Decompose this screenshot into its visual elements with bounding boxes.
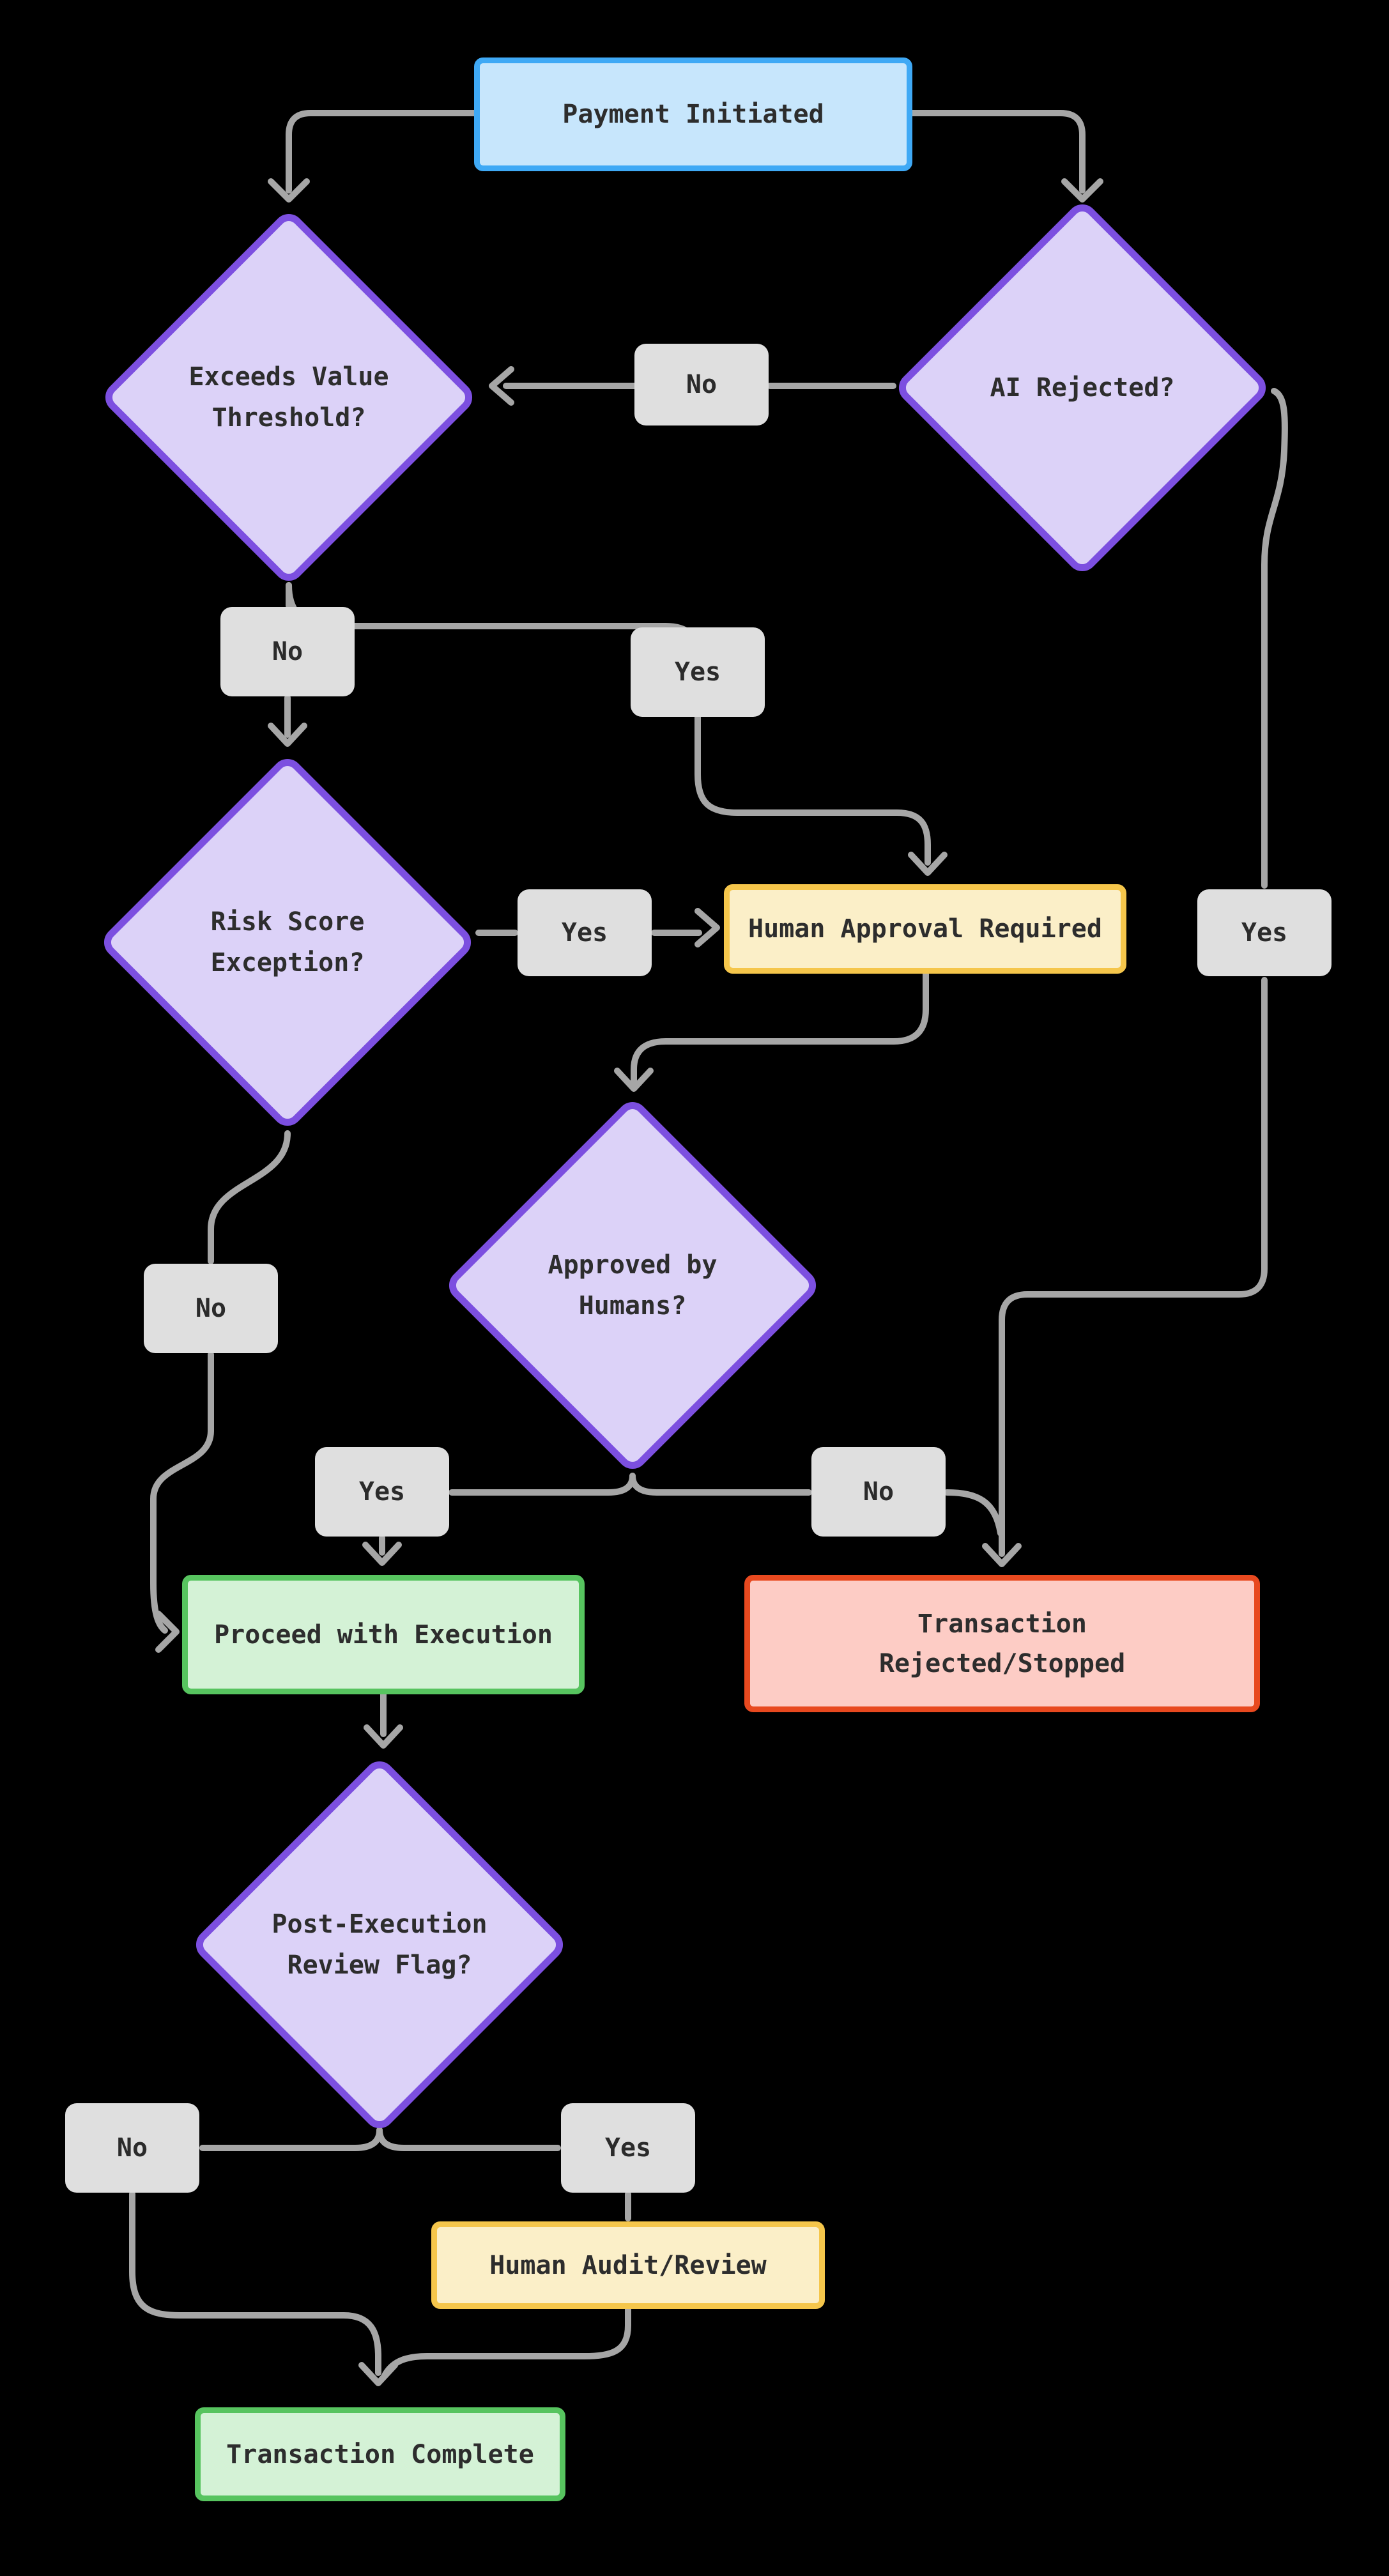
edge-label-ai-yes: Yes [1197,889,1331,976]
arrowhead-down-icon [614,1068,654,1092]
arrowhead-left-icon [489,366,514,406]
node-approved-by-humans: Approved by Humans? [443,1096,822,1475]
edge-ai-yes-to-rejected [982,388,1288,1567]
node-exceeds-value-threshold: Exceeds Value Threshold? [99,208,479,587]
edge-label-review-no: No [65,2103,199,2193]
edge-ai-no-to-exceeds [489,366,896,406]
arrowhead-down-icon [1061,178,1103,203]
arrowhead-down-icon [908,852,948,876]
edge-label-risk-yes: Yes [518,889,652,976]
edge-approval-to-humans [614,970,929,1092]
edge-risk-no [150,1130,291,1653]
edge-label-exceeds-yes: Yes [631,627,765,717]
arrowhead-down-icon [268,723,307,747]
node-human-approval-required: Human Approval Required [724,884,1126,974]
arrowhead-right-icon [694,908,720,947]
node-payment-initiated: Payment Initiated [474,57,912,171]
edge-payment-to-ai [909,110,1103,203]
edge-humans-yes-to-proceed [362,1535,402,1566]
arrowhead-right-icon [155,1611,180,1653]
edge-audit-to-complete [381,2306,631,2380]
edge-humans-no-join [944,1489,1004,1537]
edge-yes-to-approval-top [694,714,948,876]
edge-review-split [199,2127,561,2151]
edge-proceed-to-review [364,1691,403,1749]
arrowhead-down-icon [362,1542,402,1566]
node-transaction-complete: Transaction Complete [195,2407,565,2501]
node-proceed-with-execution: Proceed with Execution [182,1575,585,1694]
edge-risk-yes-to-approval [475,908,720,947]
edge-humans-split [449,1473,812,1496]
edge-payment-to-exceeds [268,110,477,203]
node-ai-rejected: AI Rejected? [893,198,1272,578]
arrowhead-down-icon [364,1724,403,1749]
node-risk-score-exception: Risk Score Exception? [98,753,477,1132]
node-human-audit-review: Human Audit/Review [431,2221,825,2309]
arrowhead-down-icon [268,178,310,203]
node-post-execution-review-flag: Post-Execution Review Flag? [190,1755,569,2135]
edge-label-humans-yes: Yes [315,1447,449,1537]
edge-label-review-yes: Yes [561,2103,695,2193]
edge-label-exceeds-no: No [220,607,355,696]
arrowhead-down-icon [982,1543,1022,1567]
edge-label-risk-no: No [144,1264,278,1353]
node-transaction-rejected-stopped: Transaction Rejected/Stopped [744,1575,1260,1712]
edge-label-humans-no: No [811,1447,946,1537]
edge-review-no-to-complete [129,2191,398,2386]
edge-label-ai-no: No [634,344,769,425]
